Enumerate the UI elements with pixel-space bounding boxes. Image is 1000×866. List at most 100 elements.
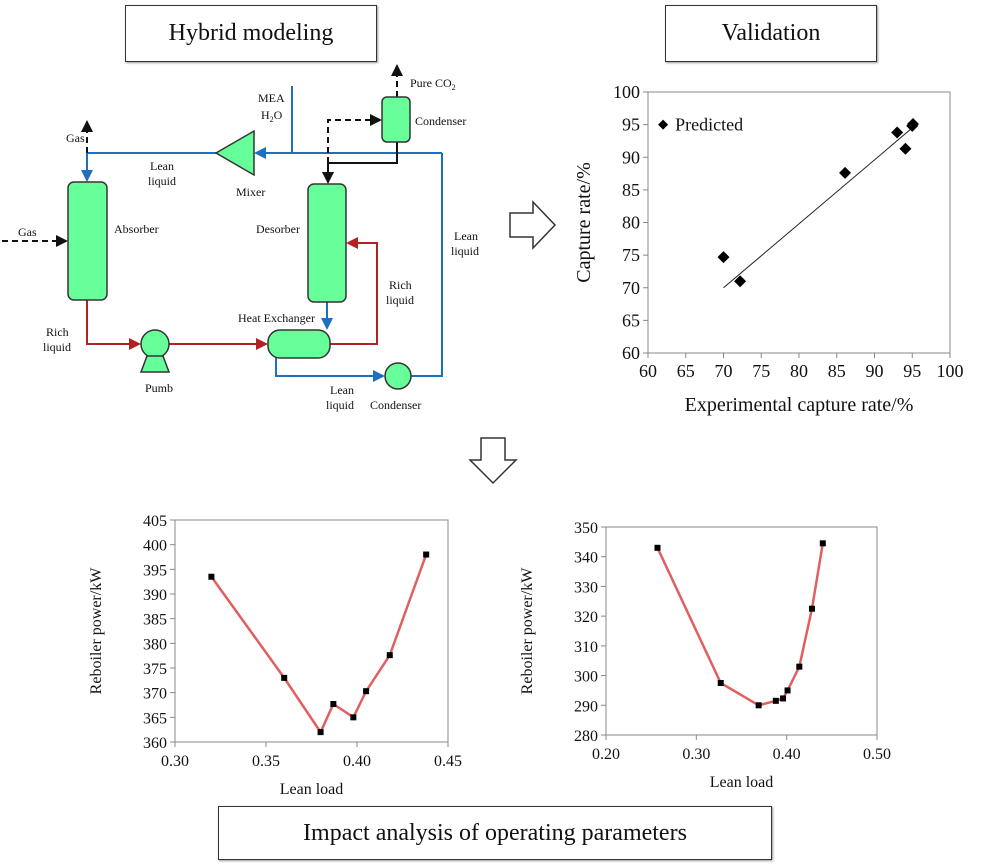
rich-line-desorber xyxy=(330,237,378,345)
x-tick-label: 0.40 xyxy=(343,753,371,770)
x-axis-label: Lean load xyxy=(710,774,774,791)
y-tick-label: 100 xyxy=(613,82,640,102)
label-mea: MEA xyxy=(258,91,285,105)
label-h2o: H2O xyxy=(261,108,283,124)
y-tick-label: 75 xyxy=(622,245,640,265)
x-tick-label: 75 xyxy=(752,361,770,381)
y-tick-label: 280 xyxy=(574,728,598,745)
label-rich-liquid: liquid xyxy=(43,340,71,354)
data-point xyxy=(891,126,904,139)
data-point xyxy=(784,687,791,694)
x-tick-label: 70 xyxy=(715,361,733,381)
hybrid-modeling-title: Hybrid modeling xyxy=(125,5,377,62)
data-point xyxy=(780,695,787,702)
y-tick-label: 365 xyxy=(143,710,167,727)
y-tick-label: 370 xyxy=(143,686,167,703)
x-tick-label: 60 xyxy=(639,361,657,381)
condenser-top xyxy=(381,96,411,143)
label-pump: Pumb xyxy=(145,381,173,395)
label-rich-liquid: Rich xyxy=(389,278,412,292)
x-tick-label: 85 xyxy=(828,361,846,381)
y-tick-label: 330 xyxy=(574,579,598,596)
data-point xyxy=(654,544,661,551)
x-tick-label: 0.40 xyxy=(773,746,801,763)
label-lean-liquid: liquid xyxy=(451,244,479,258)
label-condenser-bottom: Condenser xyxy=(370,398,421,412)
data-point xyxy=(717,680,724,686)
x-tick-label: 95 xyxy=(903,361,921,381)
y-tick-label: 290 xyxy=(574,698,598,715)
y-tick-label: 85 xyxy=(622,180,640,200)
pump-base xyxy=(139,355,171,373)
validation-title: Validation xyxy=(665,5,877,62)
label-heat-exchanger: Heat Exchanger xyxy=(238,311,315,325)
data-point xyxy=(907,117,920,130)
y-tick-label: 320 xyxy=(574,609,598,626)
y-tick-label: 310 xyxy=(574,639,598,656)
data-point xyxy=(386,652,393,659)
y-tick-label: 300 xyxy=(574,669,598,686)
lean-line-right xyxy=(411,153,443,377)
data-point xyxy=(317,729,324,736)
y-tick-label: 360 xyxy=(143,735,167,752)
y-tick-label: 65 xyxy=(622,310,640,330)
x-tick-label: 0.35 xyxy=(252,753,280,770)
right-arrow-icon xyxy=(509,200,557,250)
y-tick-label: 90 xyxy=(622,147,640,167)
y-tick-label: 95 xyxy=(622,115,640,135)
data-point xyxy=(796,663,803,670)
mixer-icon xyxy=(214,129,255,177)
rich-line-pump xyxy=(86,300,141,350)
label-gas-in: Gas xyxy=(18,225,37,239)
x-tick-label: 0.20 xyxy=(592,746,620,763)
label-lean-liquid: liquid xyxy=(148,174,176,188)
data-point xyxy=(899,142,912,155)
y-tick-label: 340 xyxy=(574,550,598,567)
y-axis-label: Capture rate/% xyxy=(573,162,595,283)
data-point xyxy=(350,714,357,721)
data-point xyxy=(808,605,815,612)
label-condenser-top: Condenser xyxy=(415,114,466,128)
data-point xyxy=(819,540,826,547)
label-lean-liquid: Lean xyxy=(454,229,478,243)
label-pure-co2: Pure CO2 xyxy=(410,76,456,92)
heat-exchanger xyxy=(267,329,331,359)
y-tick-label: 380 xyxy=(143,636,167,653)
lean-line-bottom xyxy=(275,358,385,382)
label-rich-liquid: liquid xyxy=(386,293,414,307)
plot-frame xyxy=(605,526,878,736)
y-tick-label: 375 xyxy=(143,661,167,678)
data-point xyxy=(363,688,370,695)
label-absorber: Absorber xyxy=(114,222,159,236)
x-tick-label: 65 xyxy=(677,361,695,381)
x-tick-label: 80 xyxy=(790,361,808,381)
y-tick-label: 60 xyxy=(622,343,640,363)
label-lean-liquid: Lean xyxy=(330,383,354,397)
label-mixer: Mixer xyxy=(236,185,265,199)
data-point xyxy=(772,697,779,704)
y-tick-label: 70 xyxy=(622,278,640,298)
label-lean-liquid: liquid xyxy=(326,398,354,412)
absorber-column xyxy=(67,181,108,301)
x-axis-label: Lean load xyxy=(280,781,344,798)
y-tick-label: 405 xyxy=(143,513,167,530)
desorber-column xyxy=(307,183,347,303)
data-point xyxy=(717,251,730,264)
y-tick-label: 395 xyxy=(143,562,167,579)
x-axis-label: Experimental capture rate/% xyxy=(685,394,914,416)
y-tick-label: 400 xyxy=(143,538,167,555)
data-point xyxy=(330,701,337,708)
label-desorber: Desorber xyxy=(256,222,300,236)
reflux-line xyxy=(322,142,398,184)
label-gas-out: Gas xyxy=(66,131,85,145)
impact-analysis-title: Impact analysis of operating parameters xyxy=(218,806,772,860)
data-point xyxy=(281,674,288,681)
y-axis-label: Reboiler power/kW xyxy=(88,567,105,695)
y-tick-label: 390 xyxy=(143,587,167,604)
data-point xyxy=(208,573,215,580)
y-tick-label: 350 xyxy=(574,520,598,537)
